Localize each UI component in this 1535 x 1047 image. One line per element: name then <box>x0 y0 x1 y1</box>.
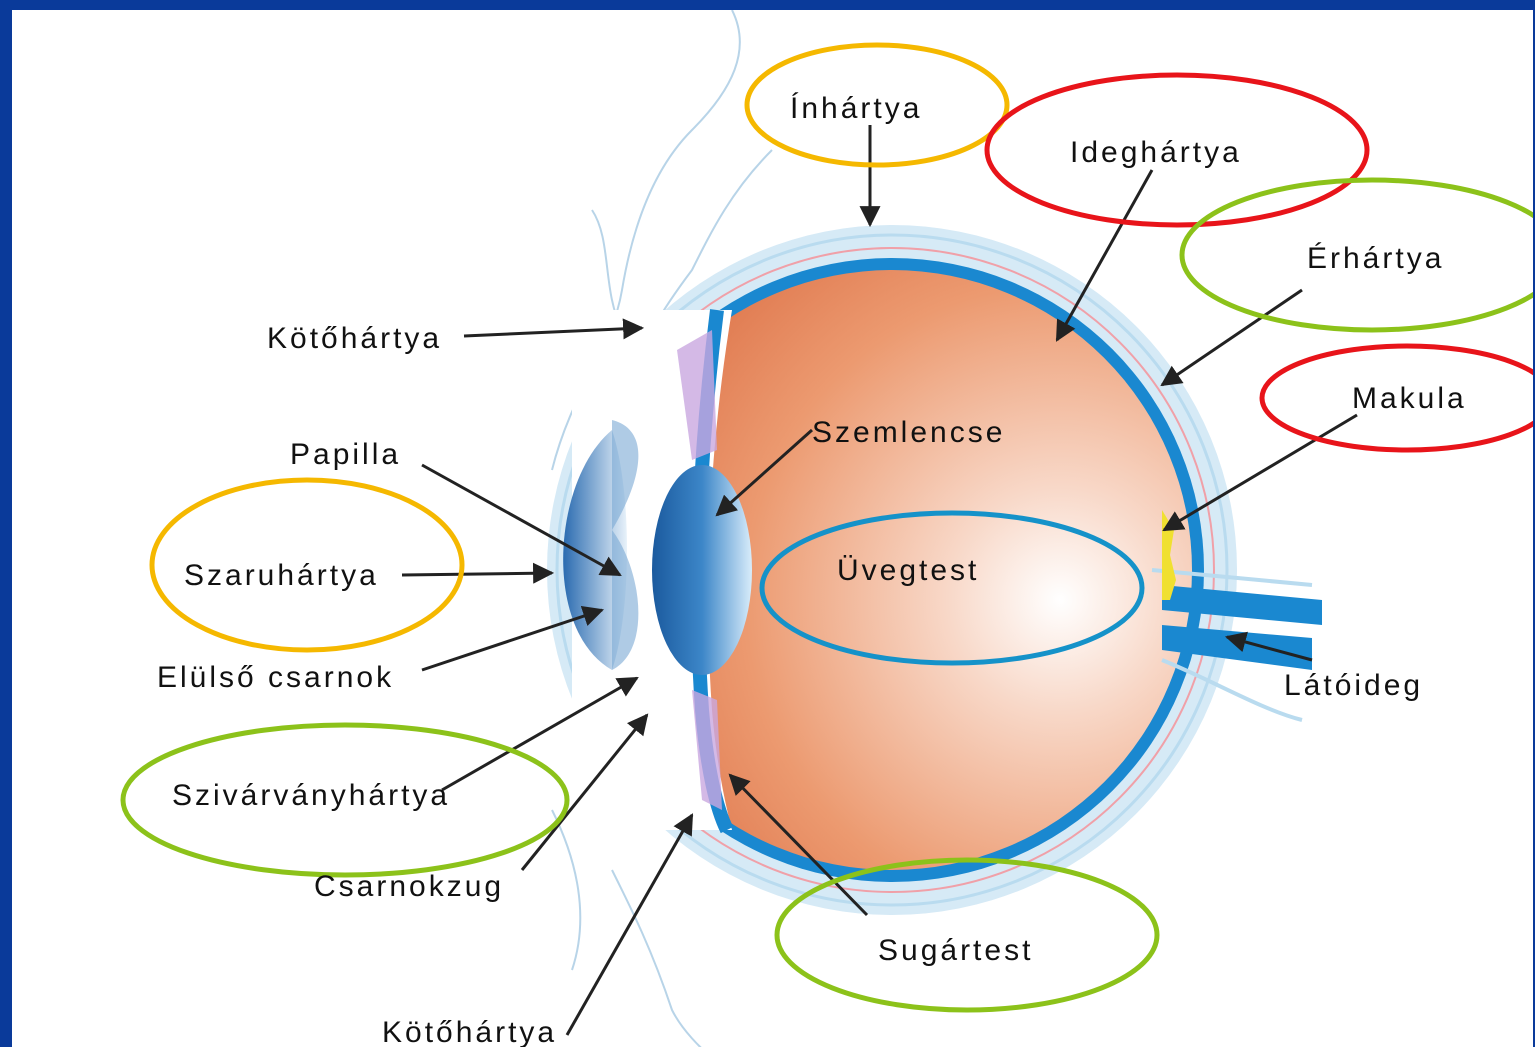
label-kotohartya-bottom: Kötőhártya <box>382 1016 557 1047</box>
label-csarnokzug: Csarnokzug <box>314 870 504 903</box>
label-sugartest: Sugártest <box>878 934 1033 967</box>
label-szemlencse: Szemlencse <box>812 416 1005 449</box>
label-szaruhartya: Szaruhártya <box>184 559 379 592</box>
eye-anatomy-diagram: Ínhártya Ideghártya Érhártya Makula Kötő… <box>12 10 1535 1047</box>
label-erhartya: Érhártya <box>1307 242 1444 275</box>
label-ideghartya: Ideghártya <box>1070 136 1242 169</box>
label-kotohartya-top: Kötőhártya <box>267 322 442 355</box>
label-inhartya: Ínhártya <box>790 92 922 125</box>
label-latoideg: Látóideg <box>1284 669 1423 702</box>
label-papilla: Papilla <box>290 438 401 471</box>
label-makula: Makula <box>1352 382 1467 415</box>
label-szivarvanyhartya: Szivárványhártya <box>172 779 450 812</box>
label-uvegtest: Üvegtest <box>837 554 979 587</box>
label-elulso-csarnok: Elülső csarnok <box>157 661 394 694</box>
